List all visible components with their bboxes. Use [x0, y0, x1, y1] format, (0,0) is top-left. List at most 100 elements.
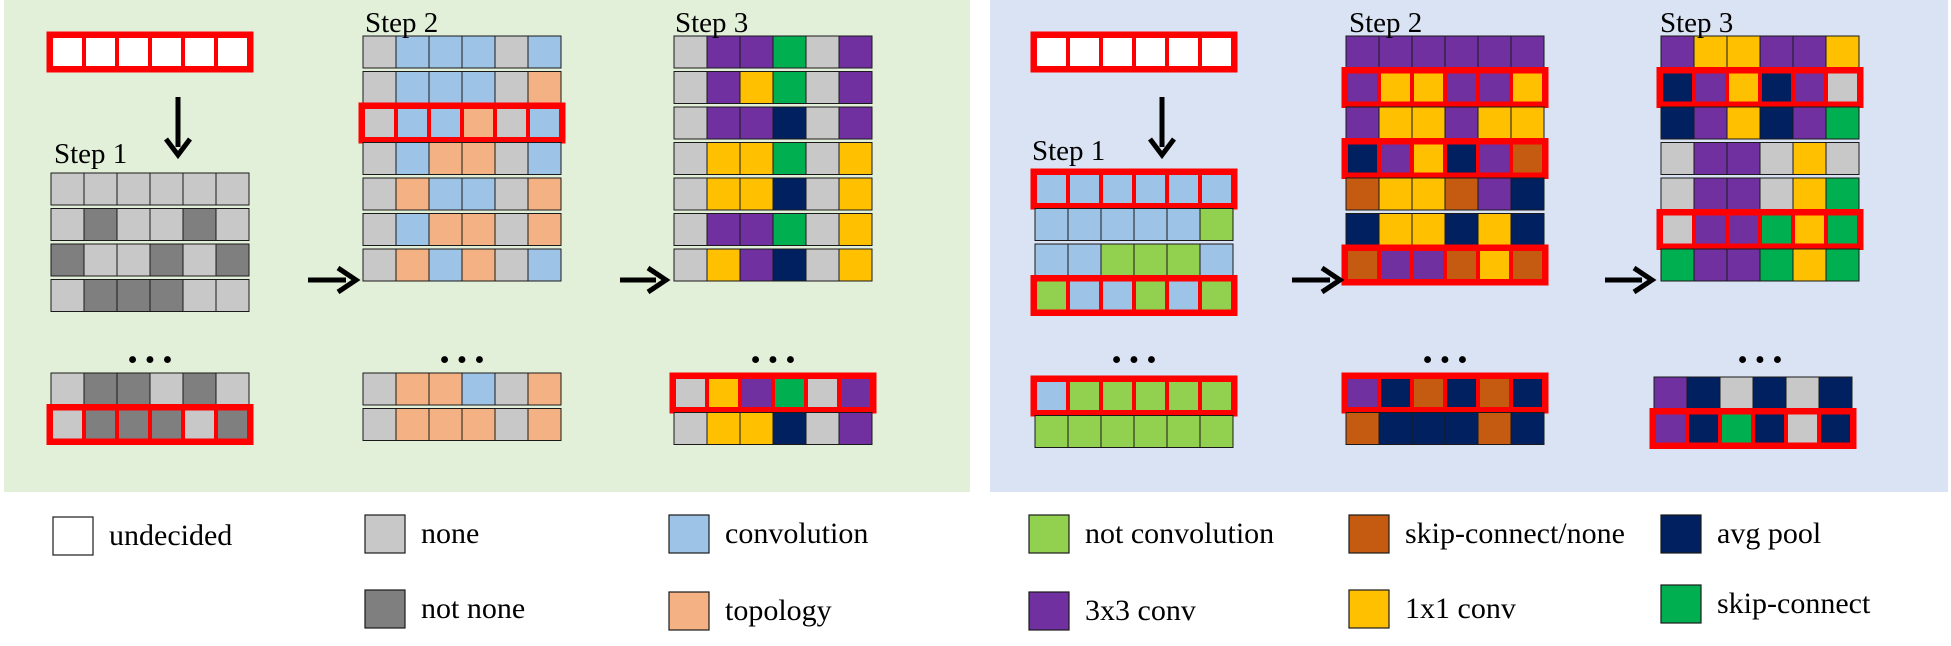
left-step1-row	[50, 279, 250, 312]
arrows-layer	[164, 97, 1657, 295]
grid-cell	[1410, 140, 1447, 177]
right-step1-row	[1034, 243, 1234, 277]
grid-cell	[494, 213, 529, 246]
grid-cell	[739, 35, 774, 69]
grid-cell	[837, 375, 874, 411]
grid-cell	[838, 177, 873, 211]
right-step1-bottom-row	[1034, 415, 1234, 448]
grid-cell	[1509, 140, 1546, 177]
highlight-outline	[669, 372, 877, 414]
grid-cell	[215, 372, 250, 406]
left-undecided-row	[46, 31, 254, 73]
grid-cell	[149, 279, 184, 312]
grid-cell	[1099, 277, 1136, 314]
grid-cell	[705, 375, 742, 411]
grid-cell	[1659, 69, 1696, 106]
grid-cell	[1752, 376, 1787, 410]
grid-cell	[527, 213, 562, 246]
right-step1-row	[1030, 168, 1238, 210]
grid-cell	[673, 213, 708, 246]
grid-cell	[1377, 247, 1414, 283]
grid-cell	[838, 248, 873, 282]
grid-cell	[395, 71, 430, 104]
legend-item: not convolution	[1028, 514, 1274, 554]
grid-cell	[1660, 142, 1695, 175]
right-step3-row	[1656, 67, 1864, 108]
left-step2-bottom-row	[362, 408, 562, 441]
grid-cell	[1198, 378, 1235, 414]
grid-cell	[1792, 248, 1827, 282]
grid-cell	[50, 279, 85, 312]
grid-cell	[1444, 106, 1479, 140]
grid-cell	[1345, 35, 1380, 69]
grid-cell	[706, 142, 741, 175]
grid-cell	[1685, 410, 1722, 447]
grid-cell	[115, 34, 152, 70]
grid-cell	[116, 243, 151, 277]
grid-cell	[527, 35, 562, 69]
grid-cell	[1792, 142, 1827, 175]
grid-cell	[1652, 410, 1689, 447]
grid-cell	[771, 375, 808, 411]
grid-cell	[1759, 106, 1794, 140]
arrow-right-icon	[1605, 265, 1657, 295]
grid-cell	[838, 71, 873, 104]
grid-cell	[673, 106, 708, 140]
grid-cell	[527, 408, 562, 441]
grid-cell	[49, 34, 86, 70]
grid-cell	[1345, 106, 1380, 140]
grid-cell	[1444, 35, 1479, 69]
grid-cell	[1344, 140, 1381, 177]
grid-cell	[428, 372, 463, 406]
grid-cell	[149, 243, 184, 277]
highlight-outline	[1030, 168, 1238, 210]
grid-cell	[739, 412, 774, 445]
legend-label: convolution	[725, 517, 868, 550]
grid-cell	[1817, 410, 1854, 447]
left-step3-row	[673, 248, 873, 282]
right-step3-label: Step 3	[1660, 7, 1733, 39]
grid-cell	[1510, 106, 1545, 140]
grid-cell	[1443, 140, 1480, 177]
grid-cell	[1411, 106, 1446, 140]
grid-cell	[362, 372, 397, 406]
grid-cell	[1660, 106, 1695, 140]
grid-cell	[1476, 69, 1513, 106]
grid-cell	[362, 71, 397, 104]
legend-item: not none	[364, 589, 525, 629]
left-step1-bottom-row	[50, 372, 250, 406]
grid-cell	[772, 71, 807, 104]
grid-cell	[1133, 415, 1168, 448]
grid-cell	[1165, 34, 1202, 70]
grid-cell	[1034, 208, 1069, 241]
grid-cell	[1165, 378, 1202, 414]
grid-cell	[1693, 35, 1728, 69]
grid-cell	[461, 177, 496, 211]
grid-cell	[50, 208, 85, 241]
grid-cell	[1033, 34, 1070, 70]
grid-cell	[493, 105, 530, 141]
grid-cell	[1034, 243, 1069, 277]
grid-cell	[395, 372, 430, 406]
grid-cell	[1693, 142, 1728, 175]
grid-cell	[395, 213, 430, 246]
grid-cell	[805, 412, 840, 445]
grid-cell	[1199, 243, 1234, 277]
grid-cell	[83, 372, 118, 406]
grid-cell	[706, 177, 741, 211]
grid-cell	[50, 372, 85, 406]
grid-cell	[1066, 34, 1103, 70]
grid-cell	[1726, 248, 1761, 282]
grid-cell	[395, 177, 430, 211]
grid-cell	[1509, 247, 1546, 283]
grid-cell	[395, 248, 430, 282]
highlight-outline	[1341, 244, 1549, 286]
left-step1-row	[50, 208, 250, 241]
right-step3-row	[1660, 142, 1860, 175]
grid-cell	[1411, 213, 1446, 246]
grid-cell	[182, 372, 217, 406]
highlight-outline	[358, 102, 566, 144]
grid-cell	[772, 35, 807, 69]
grid-cell	[706, 248, 741, 282]
grid-cell	[116, 372, 151, 406]
